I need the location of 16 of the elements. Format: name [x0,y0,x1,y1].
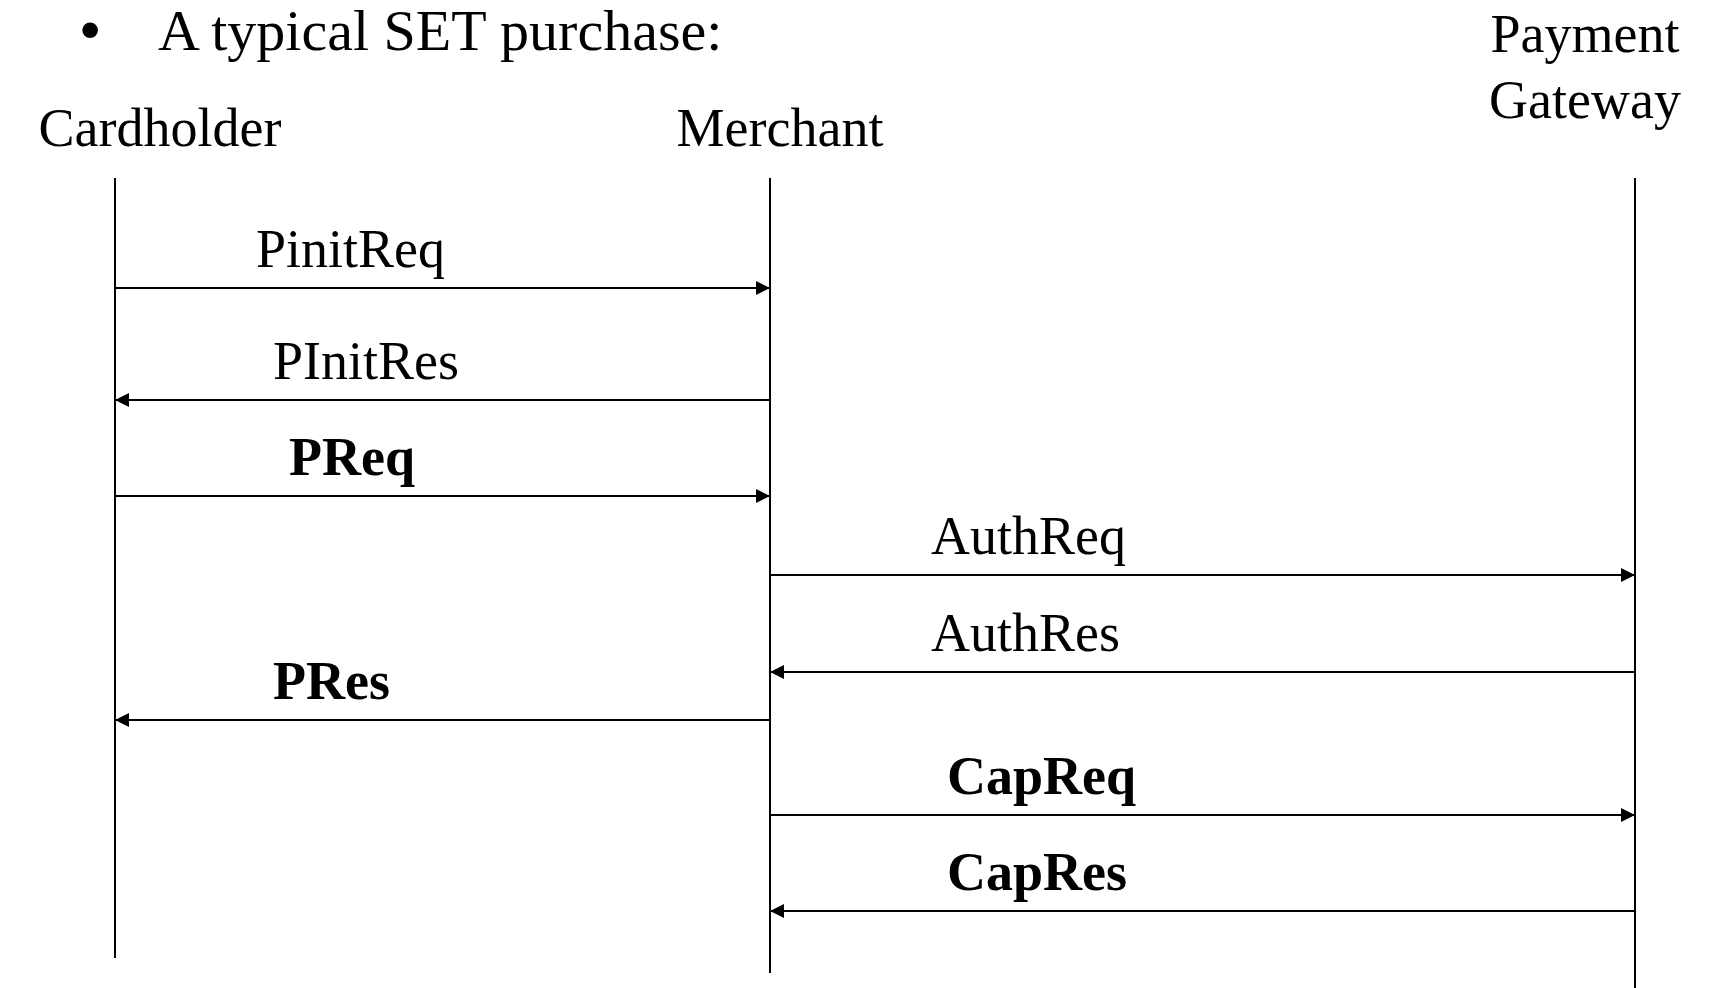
title: A typical SET purchase: [158,2,723,60]
message-arrow [114,281,771,295]
edge-label: PRes [273,654,390,708]
message-arrow [114,393,771,407]
message-arrow [769,665,1636,679]
participant-label: Payment Gateway [1488,3,1682,132]
edge-label: AuthRes [931,606,1120,660]
message-arrow [769,568,1636,582]
edge-label: PInitRes [273,334,460,388]
bullet-mark: • [80,0,101,58]
message-arrow [114,713,771,727]
participant-label: Merchant [675,97,885,160]
message-arrow [769,904,1636,918]
message-arrow [114,489,771,503]
participant-label: Cardholder [37,97,283,160]
message-arrow [769,808,1636,822]
